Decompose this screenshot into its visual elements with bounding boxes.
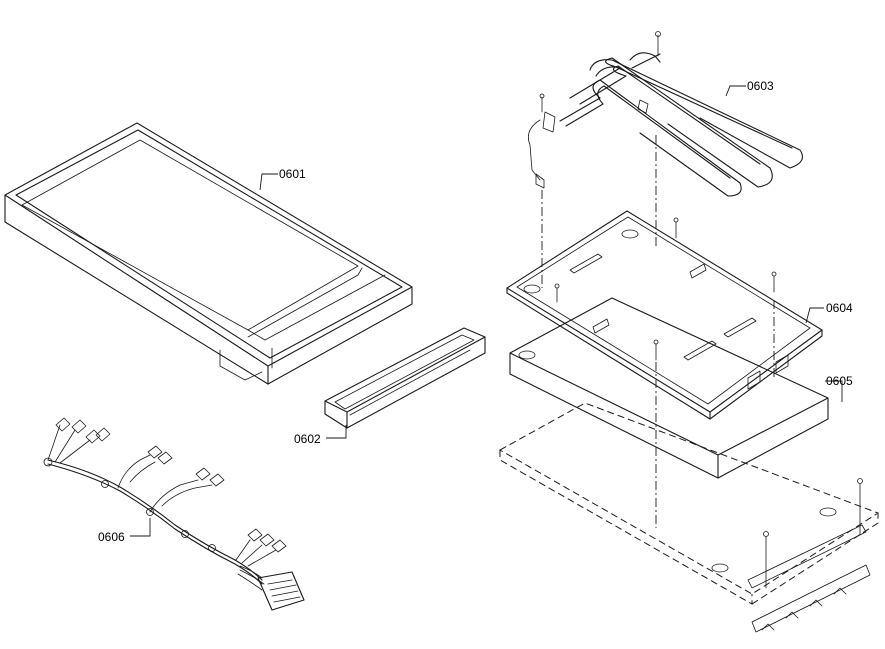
wiring-harness <box>43 417 305 611</box>
element-support-pan <box>506 210 823 420</box>
assembly-axis-lines <box>541 135 775 528</box>
grease-tray <box>324 327 486 429</box>
part-label-element-support-pan: 0604 <box>826 301 853 315</box>
base-frame-outline <box>498 402 880 633</box>
part-label-grease-tray: 0602 <box>294 432 321 446</box>
insulation-board <box>509 297 829 479</box>
part-label-insulation-board: 0605 <box>826 374 853 388</box>
part-label-wiring-harness: 0606 <box>98 530 125 544</box>
leader-lines <box>130 85 843 537</box>
part-label-heating-element: 0603 <box>747 79 774 93</box>
part-label-griddle-plate: 0601 <box>279 167 306 181</box>
griddle-plate <box>4 122 413 385</box>
heating-element <box>527 31 803 197</box>
